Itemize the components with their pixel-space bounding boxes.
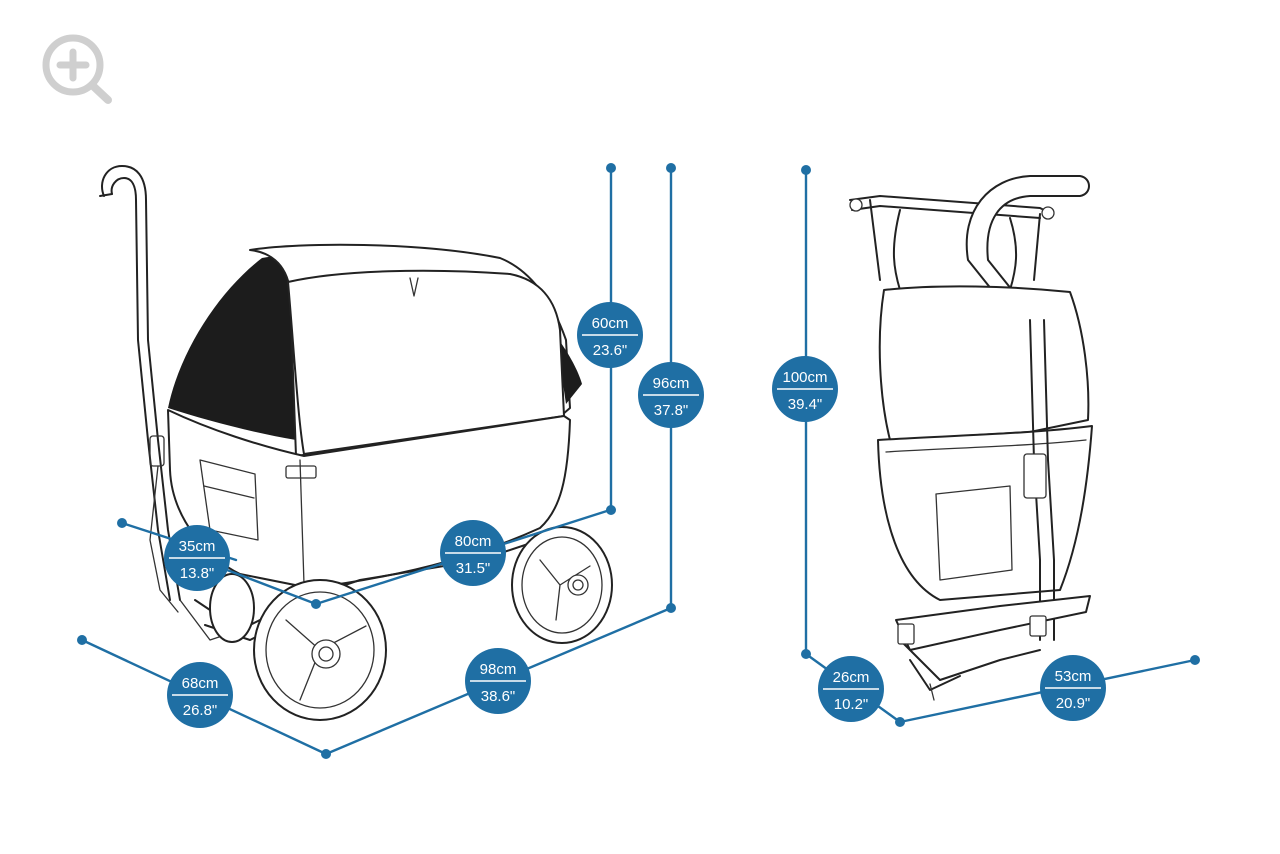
badge-metric: 80cm bbox=[455, 533, 492, 550]
dimension-badge-total-height: 96cm 37.8" bbox=[638, 362, 704, 428]
badge-metric: 100cm bbox=[782, 369, 827, 386]
badge-imperial: 31.5" bbox=[456, 560, 491, 577]
badge-imperial: 10.2" bbox=[834, 696, 869, 713]
dimension-badge-interior-length: 80cm 31.5" bbox=[440, 520, 506, 586]
zoom-in-button[interactable] bbox=[38, 30, 118, 110]
dimension-badge-folded-depth: 26cm 10.2" bbox=[818, 656, 884, 722]
badge-metric: 26cm bbox=[833, 669, 870, 686]
badge-metric: 98cm bbox=[480, 661, 517, 678]
dimension-badge-total-length: 98cm 38.6" bbox=[465, 648, 531, 714]
badge-imperial: 26.8" bbox=[183, 702, 218, 719]
badge-imperial: 23.6" bbox=[593, 342, 628, 359]
dimension-badge-total-width: 68cm 26.8" bbox=[167, 662, 233, 728]
badge-imperial: 38.6" bbox=[481, 688, 516, 705]
badge-metric: 35cm bbox=[179, 538, 216, 555]
badge-imperial: 13.8" bbox=[180, 565, 215, 582]
dimension-badge-canopy-height: 60cm 23.6" bbox=[577, 302, 643, 368]
badge-imperial: 39.4" bbox=[788, 396, 823, 413]
dimension-badge-seat-depth: 35cm 13.8" bbox=[164, 525, 230, 591]
badge-metric: 53cm bbox=[1055, 668, 1092, 685]
dimension-badge-folded-width: 53cm 20.9" bbox=[1040, 655, 1106, 721]
badge-imperial: 20.9" bbox=[1056, 695, 1091, 712]
badge-metric: 96cm bbox=[653, 375, 690, 392]
dimension-badge-folded-height: 100cm 39.4" bbox=[772, 356, 838, 422]
badge-metric: 60cm bbox=[592, 315, 629, 332]
dimension-badges: 60cm 23.6" 96cm 37.8" 100cm 39.4" 35cm 1… bbox=[164, 302, 1106, 728]
badge-imperial: 37.8" bbox=[654, 402, 689, 419]
wagon-folded-illustration bbox=[849, 175, 1093, 701]
badge-metric: 68cm bbox=[182, 675, 219, 692]
zoom-in-icon bbox=[42, 34, 112, 104]
wagon-open-illustration bbox=[99, 165, 613, 721]
